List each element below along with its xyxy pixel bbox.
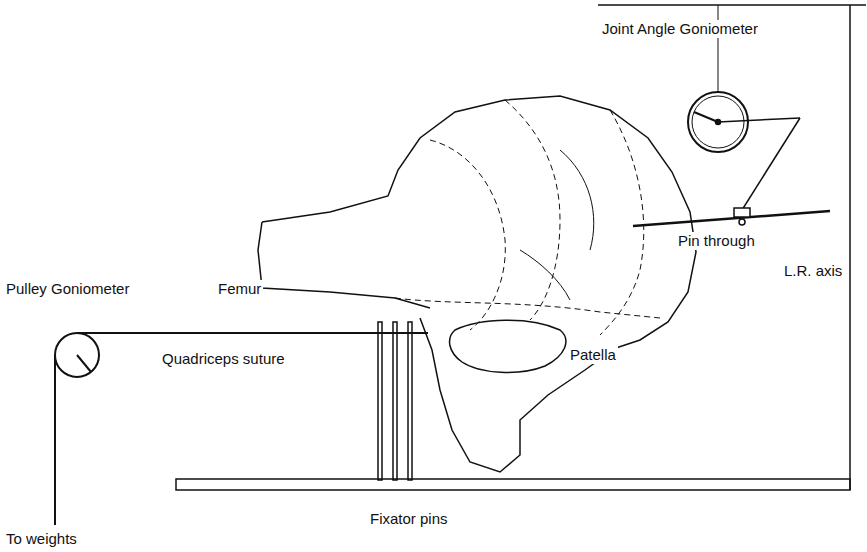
weight-line bbox=[54, 355, 56, 525]
goniometer-arm bbox=[742, 118, 800, 210]
base-plate bbox=[176, 479, 850, 490]
instrument-label: Pulley Goniometer bbox=[4, 280, 131, 298]
axis-pin bbox=[633, 211, 830, 226]
pulley-needle bbox=[77, 355, 91, 372]
part-label: Fixator pins bbox=[368, 510, 450, 528]
part-label: Pin through bbox=[676, 232, 757, 250]
surface-detail bbox=[520, 150, 594, 300]
part-label: Quadriceps suture bbox=[160, 350, 287, 368]
clip-screw bbox=[739, 219, 745, 225]
hanger-string bbox=[718, 5, 719, 92]
fixator-pin bbox=[378, 322, 382, 480]
femur-outline bbox=[258, 96, 696, 352]
condyle-contour bbox=[505, 100, 560, 320]
frame-top bbox=[598, 4, 866, 6]
part-label: L.R. axis bbox=[782, 262, 844, 280]
joint-line bbox=[395, 298, 660, 318]
goniometer-needle bbox=[694, 112, 718, 122]
pulley-wheel bbox=[55, 333, 99, 377]
fixator-pin bbox=[393, 322, 397, 480]
patella-outline bbox=[450, 320, 566, 372]
frame-wall bbox=[849, 5, 851, 490]
quadriceps-suture-line bbox=[77, 332, 428, 334]
fixator-pin bbox=[408, 322, 412, 480]
part-label: Femur bbox=[216, 280, 263, 298]
goniometer-arm bbox=[718, 118, 800, 122]
instrument-label: Joint Angle Goniometer bbox=[600, 20, 760, 38]
part-label: Patella bbox=[568, 346, 618, 364]
pin-clip bbox=[734, 208, 750, 217]
part-label: To weights bbox=[4, 530, 79, 548]
condyle-contour bbox=[430, 140, 505, 330]
condyle-contour bbox=[600, 110, 644, 335]
tibia-outline bbox=[420, 318, 610, 472]
